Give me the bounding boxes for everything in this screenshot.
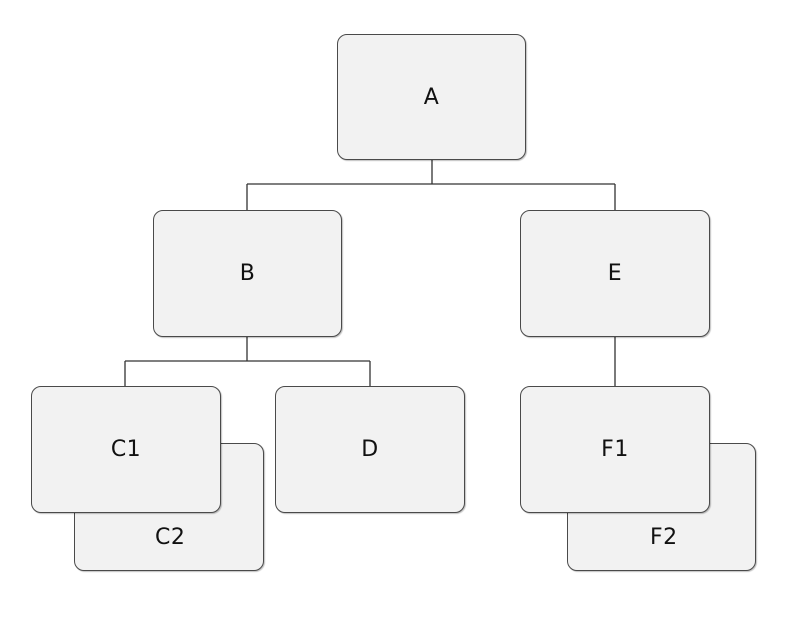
node-f1-label: F1 xyxy=(601,437,629,462)
node-e-label: E xyxy=(607,261,623,286)
node-f2-label: F2 xyxy=(650,525,678,550)
node-b-label: B xyxy=(239,261,256,286)
node-d[interactable]: D xyxy=(275,386,465,513)
node-b[interactable]: B xyxy=(153,210,342,337)
node-d-label: D xyxy=(361,437,379,462)
node-a-label: A xyxy=(423,84,440,110)
node-f1[interactable]: F1 xyxy=(520,386,710,513)
node-a[interactable]: A xyxy=(337,34,526,160)
node-c1-label: C1 xyxy=(110,437,142,462)
node-c1[interactable]: C1 xyxy=(31,386,221,513)
node-e[interactable]: E xyxy=(520,210,710,337)
node-c2-label: C2 xyxy=(155,525,186,550)
